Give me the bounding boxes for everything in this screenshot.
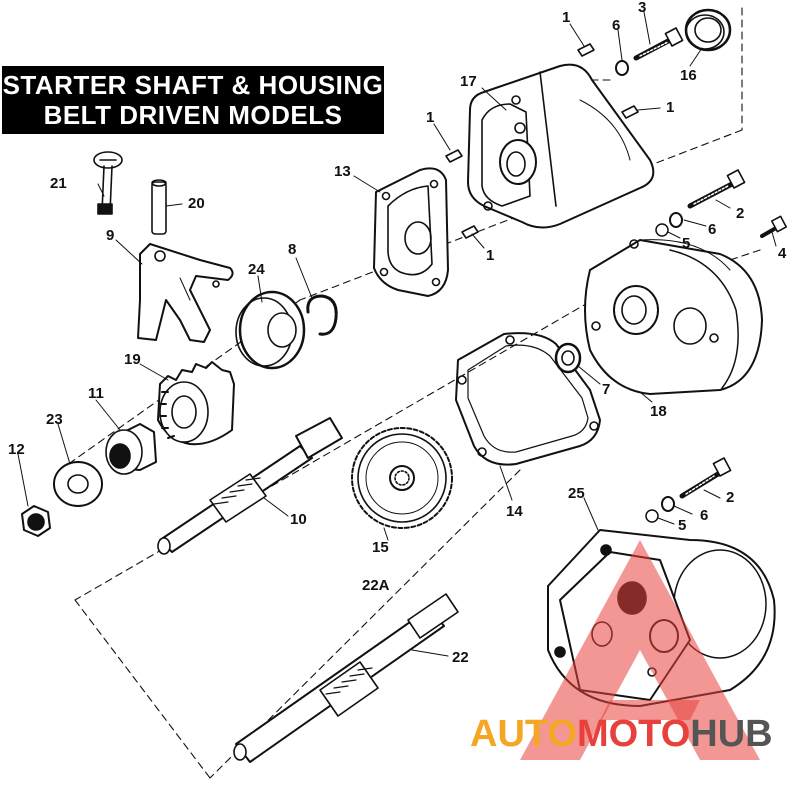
callout-23: 23 (46, 411, 63, 428)
gasket-14 (455, 332, 601, 466)
starter-housing-17 (467, 63, 655, 229)
washer-24 (235, 290, 306, 370)
watermark-part-hub: HUB (690, 713, 772, 755)
callout-17: 17 (460, 73, 477, 90)
callout-12: 12 (8, 441, 25, 458)
bushing-11 (105, 423, 157, 475)
washer-5-upper (655, 223, 669, 237)
callout-14: 14 (506, 503, 523, 520)
callout-5: 5 (678, 517, 686, 534)
screw-4 (760, 215, 788, 238)
lockwasher-6-top (615, 60, 629, 76)
starter-shaft-10 (157, 417, 343, 555)
callout-16: 16 (680, 67, 697, 84)
callout-8: 8 (288, 241, 296, 258)
washer-23 (53, 461, 103, 507)
callout-1: 1 (562, 9, 570, 26)
screw-3 (633, 27, 684, 61)
gasket-13 (373, 167, 449, 297)
callout-22a: 22A (362, 577, 390, 594)
title-line-1: STARTER SHAFT & HOUSING (2, 70, 384, 100)
washer-6-upper (669, 212, 683, 228)
callout-6: 6 (708, 221, 716, 238)
pinion-gear-19 (157, 361, 235, 446)
callout-3: 3 (638, 0, 646, 16)
washer-5-lower (645, 509, 659, 523)
watermark-part-moto: MOTO (577, 713, 690, 755)
drive-gear-15 (351, 427, 453, 529)
watermark-logo: AUTOMOTOHUB (470, 540, 773, 760)
shift-lever-9 (137, 243, 234, 343)
callout-7: 7 (602, 381, 610, 398)
callout-2: 2 (726, 489, 734, 506)
callout-10: 10 (290, 511, 307, 528)
callout-18: 18 (650, 403, 667, 420)
dowel-pin-1 (445, 43, 639, 239)
callout-4: 4 (778, 245, 787, 262)
callout-6: 6 (700, 507, 708, 524)
screw-2-upper (687, 169, 746, 209)
callout-2: 2 (736, 205, 744, 222)
callout-1: 1 (426, 109, 434, 126)
callout-11: 11 (88, 385, 104, 402)
pin-20 (151, 179, 167, 235)
callout-20: 20 (188, 195, 205, 212)
watermark-part-auto: AUTO (470, 713, 577, 755)
callout-13: 13 (334, 163, 351, 180)
nut-12 (21, 505, 51, 537)
watermark-auto: AUTOMOTOHUB (470, 713, 773, 755)
callout-6: 6 (612, 17, 620, 34)
callout-25: 25 (568, 485, 585, 502)
seal-7 (554, 342, 582, 374)
callout-1: 1 (666, 99, 674, 116)
callout-21: 21 (50, 175, 67, 192)
callout-5: 5 (682, 235, 690, 252)
seal-16 (684, 8, 732, 52)
washer-6-lower (661, 496, 675, 512)
title-banner: STARTER SHAFT & HOUSING BELT DRIVEN MODE… (2, 66, 384, 134)
leader-lines (17, 11, 777, 657)
starter-cover-18 (584, 239, 763, 395)
pin-21 (93, 151, 123, 215)
retaining-ring-8 (306, 294, 338, 336)
callout-1: 1 (486, 247, 494, 264)
title-line-2: BELT DRIVEN MODELS (43, 100, 343, 130)
starter-shaft-22 (233, 593, 459, 763)
callout-9: 9 (106, 227, 114, 244)
callout-19: 19 (124, 351, 141, 368)
callout-24: 24 (248, 261, 265, 278)
callout-labels: 1 6 3 16 17 1 1 13 1 2 6 5 4 21 20 9 24 … (8, 0, 787, 666)
callout-22: 22 (452, 649, 469, 666)
callout-15: 15 (372, 539, 389, 556)
screw-2-lower (679, 457, 732, 499)
